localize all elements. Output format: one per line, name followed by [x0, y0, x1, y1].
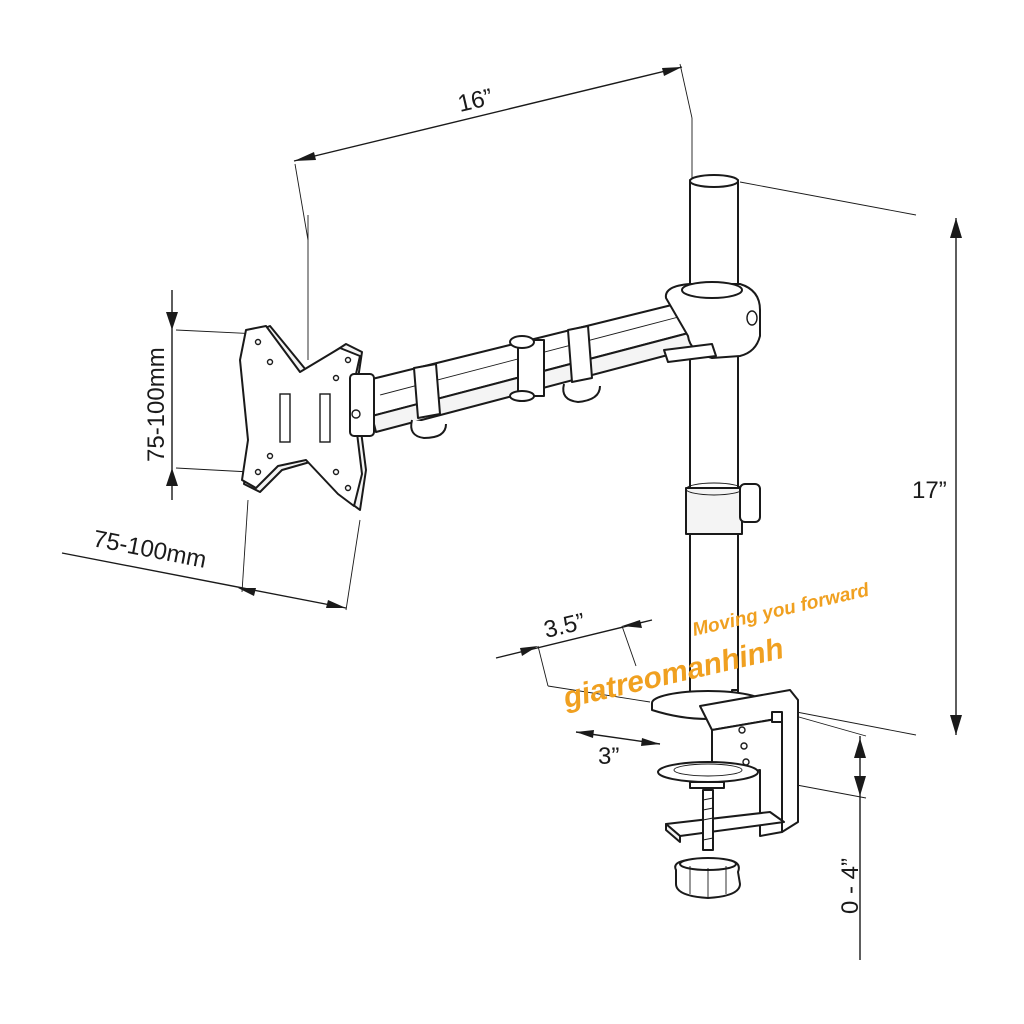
clamp-top-depth-label: 3.5” [541, 608, 587, 644]
swing-arm [367, 281, 761, 439]
pole-height-label: 17” [912, 477, 947, 504]
arm-length-label: 16” [455, 84, 495, 118]
vesa-height-label: 75-100mm [143, 347, 170, 462]
vesa-width-label: 75-100mm [91, 525, 209, 573]
desk-clamp [651, 689, 799, 899]
vesa-plate [239, 325, 375, 511]
mounting-pole [685, 174, 761, 701]
dimension-lines [61, 63, 962, 960]
desk-thickness-label: 0 - 4” [837, 858, 864, 914]
clamp-bottom-depth-label: 3” [598, 743, 619, 770]
